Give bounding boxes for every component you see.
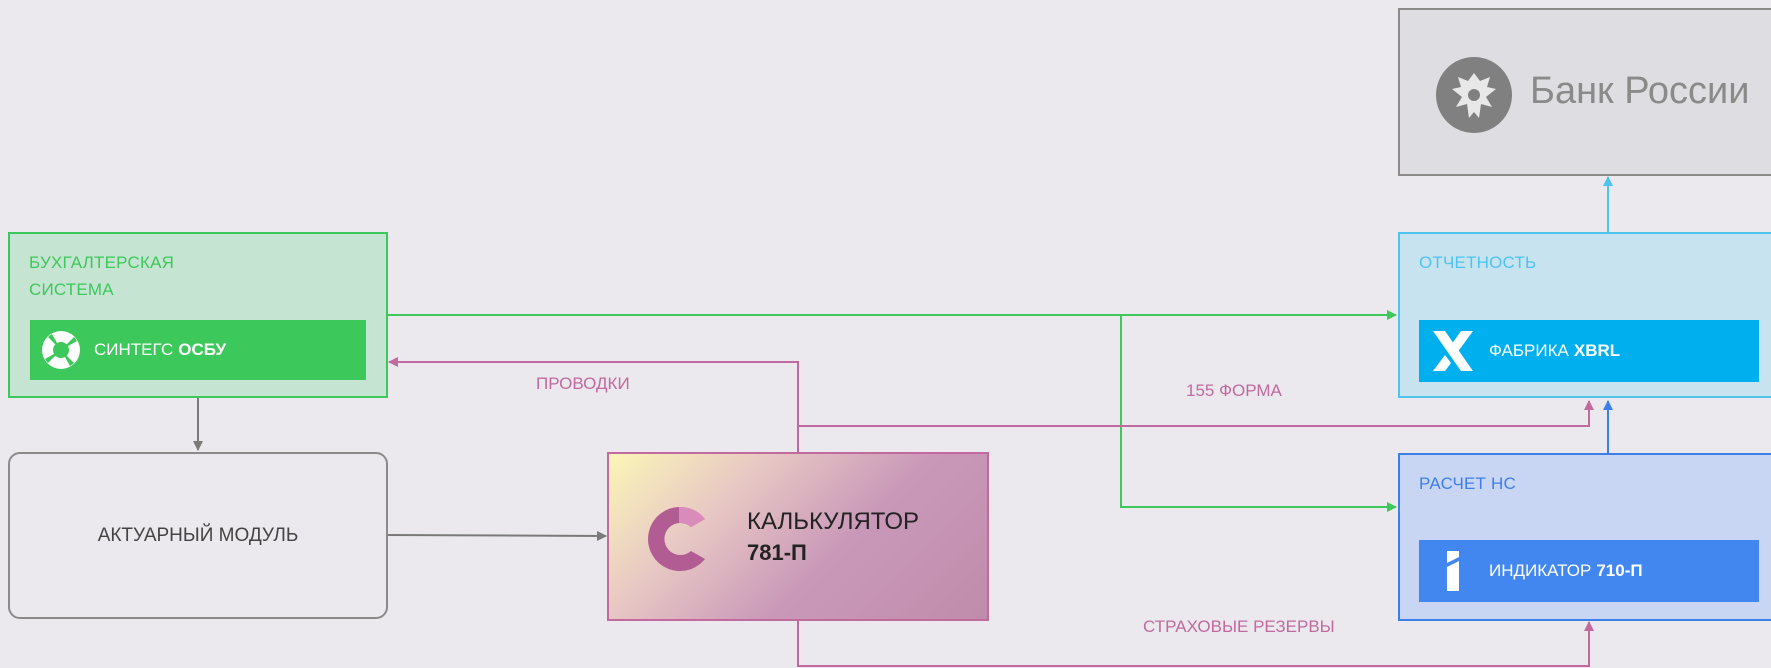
edge-form155 bbox=[798, 400, 1594, 427]
sintegs-bold: ОСБУ bbox=[178, 340, 227, 359]
calculator-title: КАЛЬКУЛЯТОР bbox=[747, 508, 920, 535]
i-logo-icon bbox=[1429, 547, 1477, 595]
xbrl-banner: ФАБРИКА XBRL bbox=[1419, 320, 1759, 382]
edge-postings bbox=[388, 357, 799, 452]
sintegs-banner: СИНТЕГС ОСБУ bbox=[30, 320, 366, 380]
xbrl-bold: XBRL bbox=[1573, 341, 1621, 360]
c-logo-icon bbox=[639, 499, 719, 579]
bank-title: Банк России bbox=[1530, 70, 1750, 112]
ns-calc-node: РАСЧЕТ НС ИНДИКАТОР 710-П bbox=[1398, 453, 1771, 621]
reporting-node: ОТЧЕТНОСТЬ ФАБРИКА XBRL bbox=[1398, 232, 1771, 398]
lifebuoy-icon bbox=[40, 329, 82, 371]
calculator-node: КАЛЬКУЛЯТОР 781-П bbox=[607, 452, 989, 621]
indicator-name: ИНДИКАТОР bbox=[1489, 561, 1592, 580]
xbrl-name: ФАБРИКА bbox=[1489, 341, 1569, 360]
sintegs-name: СИНТЕГС bbox=[94, 340, 174, 359]
edge-reserves bbox=[797, 620, 1594, 667]
accounting-title-line2: СИСТЕМА bbox=[29, 280, 114, 299]
calculator-subtitle: 781-П bbox=[747, 540, 807, 565]
reporting-title: ОТЧЕТНОСТЬ bbox=[1419, 253, 1537, 272]
actuarial-node: АКТУАРНЫЙ МОДУЛЬ bbox=[8, 452, 388, 619]
edge-label-postings: ПРОВОДКИ bbox=[536, 374, 630, 393]
x-logo-icon bbox=[1429, 327, 1477, 375]
indicator-bold: 710-П bbox=[1596, 561, 1643, 580]
accounting-node: БУХГАЛТЕРСКАЯ СИСТЕМА СИНТЕГС ОСБУ bbox=[8, 232, 388, 398]
actuarial-title: АКТУАРНЫЙ МОДУЛЬ bbox=[97, 524, 299, 546]
edge-label-form155: 155 ФОРМА bbox=[1186, 381, 1282, 400]
bank-node: Банк России bbox=[1398, 8, 1771, 176]
edge-label-reserves: СТРАХОВЫЕ РЕЗЕРВЫ bbox=[1143, 617, 1335, 636]
accounting-title-line1: БУХГАЛТЕРСКАЯ bbox=[29, 253, 175, 272]
indicator-banner: ИНДИКАТОР 710-П bbox=[1419, 540, 1759, 602]
eagle-emblem-icon bbox=[1436, 57, 1512, 133]
ns-calc-title: РАСЧЕТ НС bbox=[1419, 474, 1517, 493]
edge-accounting-nscalc bbox=[1120, 315, 1397, 512]
edge-actuarial-calculator bbox=[387, 530, 607, 541]
